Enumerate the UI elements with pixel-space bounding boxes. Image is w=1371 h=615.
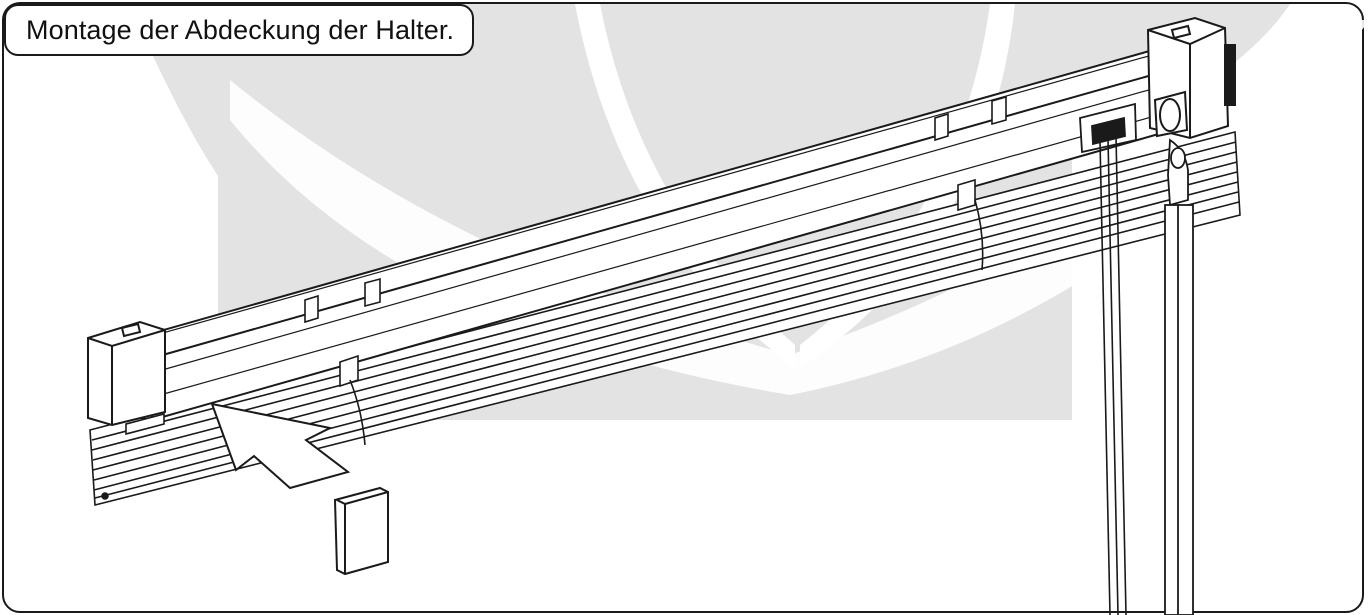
pull-cords	[1099, 135, 1127, 615]
slat-end-clip	[101, 412, 165, 500]
tilt-wand	[1164, 138, 1194, 615]
tilt-mechanism	[1079, 102, 1137, 154]
ladder-cords	[349, 199, 984, 446]
caption-text: Montage der Abdeckung der Halter.	[26, 14, 455, 45]
insert-arrow	[210, 402, 351, 490]
right-bracket	[1146, 16, 1236, 140]
bracket-cover-part	[333, 486, 389, 576]
left-bracket	[87, 320, 166, 427]
rail-clips	[304, 95, 1007, 388]
caption-box: Montage der Abdeckung der Halter.	[4, 4, 475, 56]
